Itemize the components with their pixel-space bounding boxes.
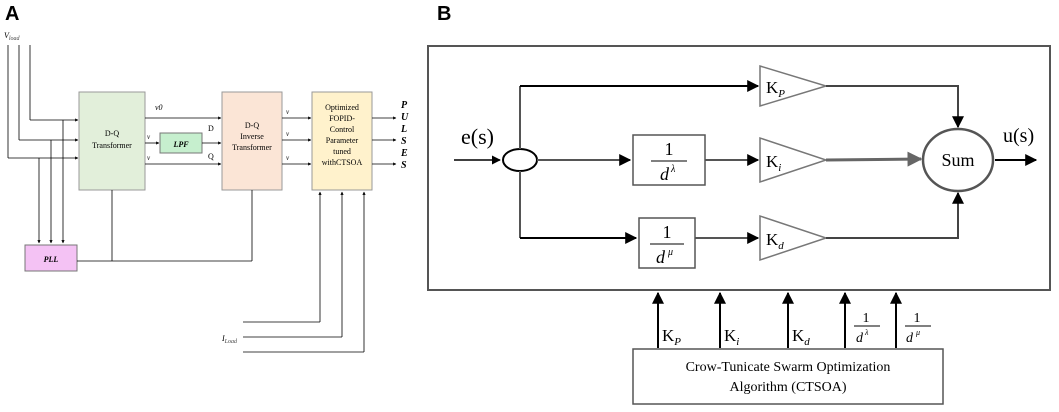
optimized-block-text: Optimized FOPID- Control Parameter tuned… [322,103,363,167]
ctsoa-optimizer-block [632,348,944,405]
pll-feedback-wires [77,190,253,262]
param-lambda-numerator: 1 [863,311,870,326]
optimized-line: FOPID- [329,114,355,123]
pulses-letter: L [400,124,407,135]
optimized-fopid-block [311,91,373,191]
pulses-letter: P [401,100,408,111]
integrator-block [632,134,706,186]
vload-label: Vload [4,31,21,42]
param-ki-label: Ki [724,326,739,348]
panel-a: A Vload D-Q Transformer LPF D-Q Inverse … [4,3,409,353]
sum-block [921,127,995,193]
param-mu-label: 1 d μ [905,311,931,346]
param-lambda-exponent: λ [864,328,869,337]
gain-kd-triangle [759,214,829,262]
signal-q: Q [208,152,214,161]
signal-vq: v [147,154,151,162]
pll-label: PLL [44,255,59,264]
signal-out3: v [286,154,290,162]
param-mu-exponent: μ [915,328,920,337]
optimized-line: Parameter [326,136,359,145]
dq-inverse-block [221,91,283,191]
inverse-line2: Inverse [240,132,264,141]
inverse-line3: Transformer [232,143,272,152]
derivative-numerator: 1 [663,222,672,242]
optimized-line: Control [330,125,355,134]
integrator-numerator: 1 [665,139,674,159]
signal-v0: v0 [155,103,163,112]
param-mu-numerator: 1 [914,311,921,326]
iload-label: ILoad [221,334,238,345]
param-kp-label: KP [662,326,681,348]
dq-block-line1: D-Q [105,129,119,138]
signal-out2: v [286,130,290,138]
branch-wires [519,80,760,244]
gain-kp-label: KP [766,78,785,100]
optimized-line: withCTSOA [322,158,363,167]
pulses-letter: U [401,112,409,123]
derivative-block [638,217,696,269]
param-lambda-denominator: d [856,331,864,346]
panel-b-letter: B [437,3,451,25]
gain-kp-triangle [759,64,829,108]
pulses-letter: E [400,148,408,159]
param-kd-label: Kd [792,326,810,348]
parameter-arrows [652,291,902,348]
lpf-label: LPF [172,140,189,149]
dq-output-wires [145,116,397,166]
dq-transformer-block [78,91,146,191]
integrator-exponent: λ [670,164,676,175]
signal-vd: v [147,133,151,141]
integrator-denominator: d [660,164,670,184]
panel-a-letter: A [5,3,19,25]
gain-kd-label: Kd [766,230,784,252]
optimizer-line1: Crow-Tunicate Swarm Optimization [686,360,891,375]
derivative-exponent: μ [667,247,673,258]
pulses-letter: S [401,136,407,147]
optimized-line: Optimized [325,103,359,112]
pll-block [24,244,78,272]
input-label: e(s) [461,124,494,149]
pulses-label: P U L S E S [400,100,409,171]
gain-ki-label: Ki [766,152,781,174]
output-label: u(s) [1003,125,1034,147]
junction-circle [502,148,538,172]
derivative-denominator: d [656,247,666,267]
gain-ki-triangle [759,136,829,184]
signal-d: D [208,124,214,133]
dq-block-line2: Transformer [92,141,132,150]
param-lambda-label: 1 d λ [854,311,880,346]
inverse-line1: D-Q [245,121,259,130]
signal-out1: v [286,108,290,116]
pulses-letter: S [401,160,407,171]
iload-wires [243,191,366,353]
optimized-line: tuned [333,147,351,156]
sum-label: Sum [941,150,974,170]
controller-frame [427,45,1051,291]
param-mu-denominator: d [906,331,914,346]
gain-to-sum-wires [825,85,1038,239]
panel-b: B e(s) 1 d λ 1 d μ KP [427,3,1051,405]
optimizer-line2: Algorithm (CTSOA) [729,380,846,395]
vload-wires [7,45,79,244]
